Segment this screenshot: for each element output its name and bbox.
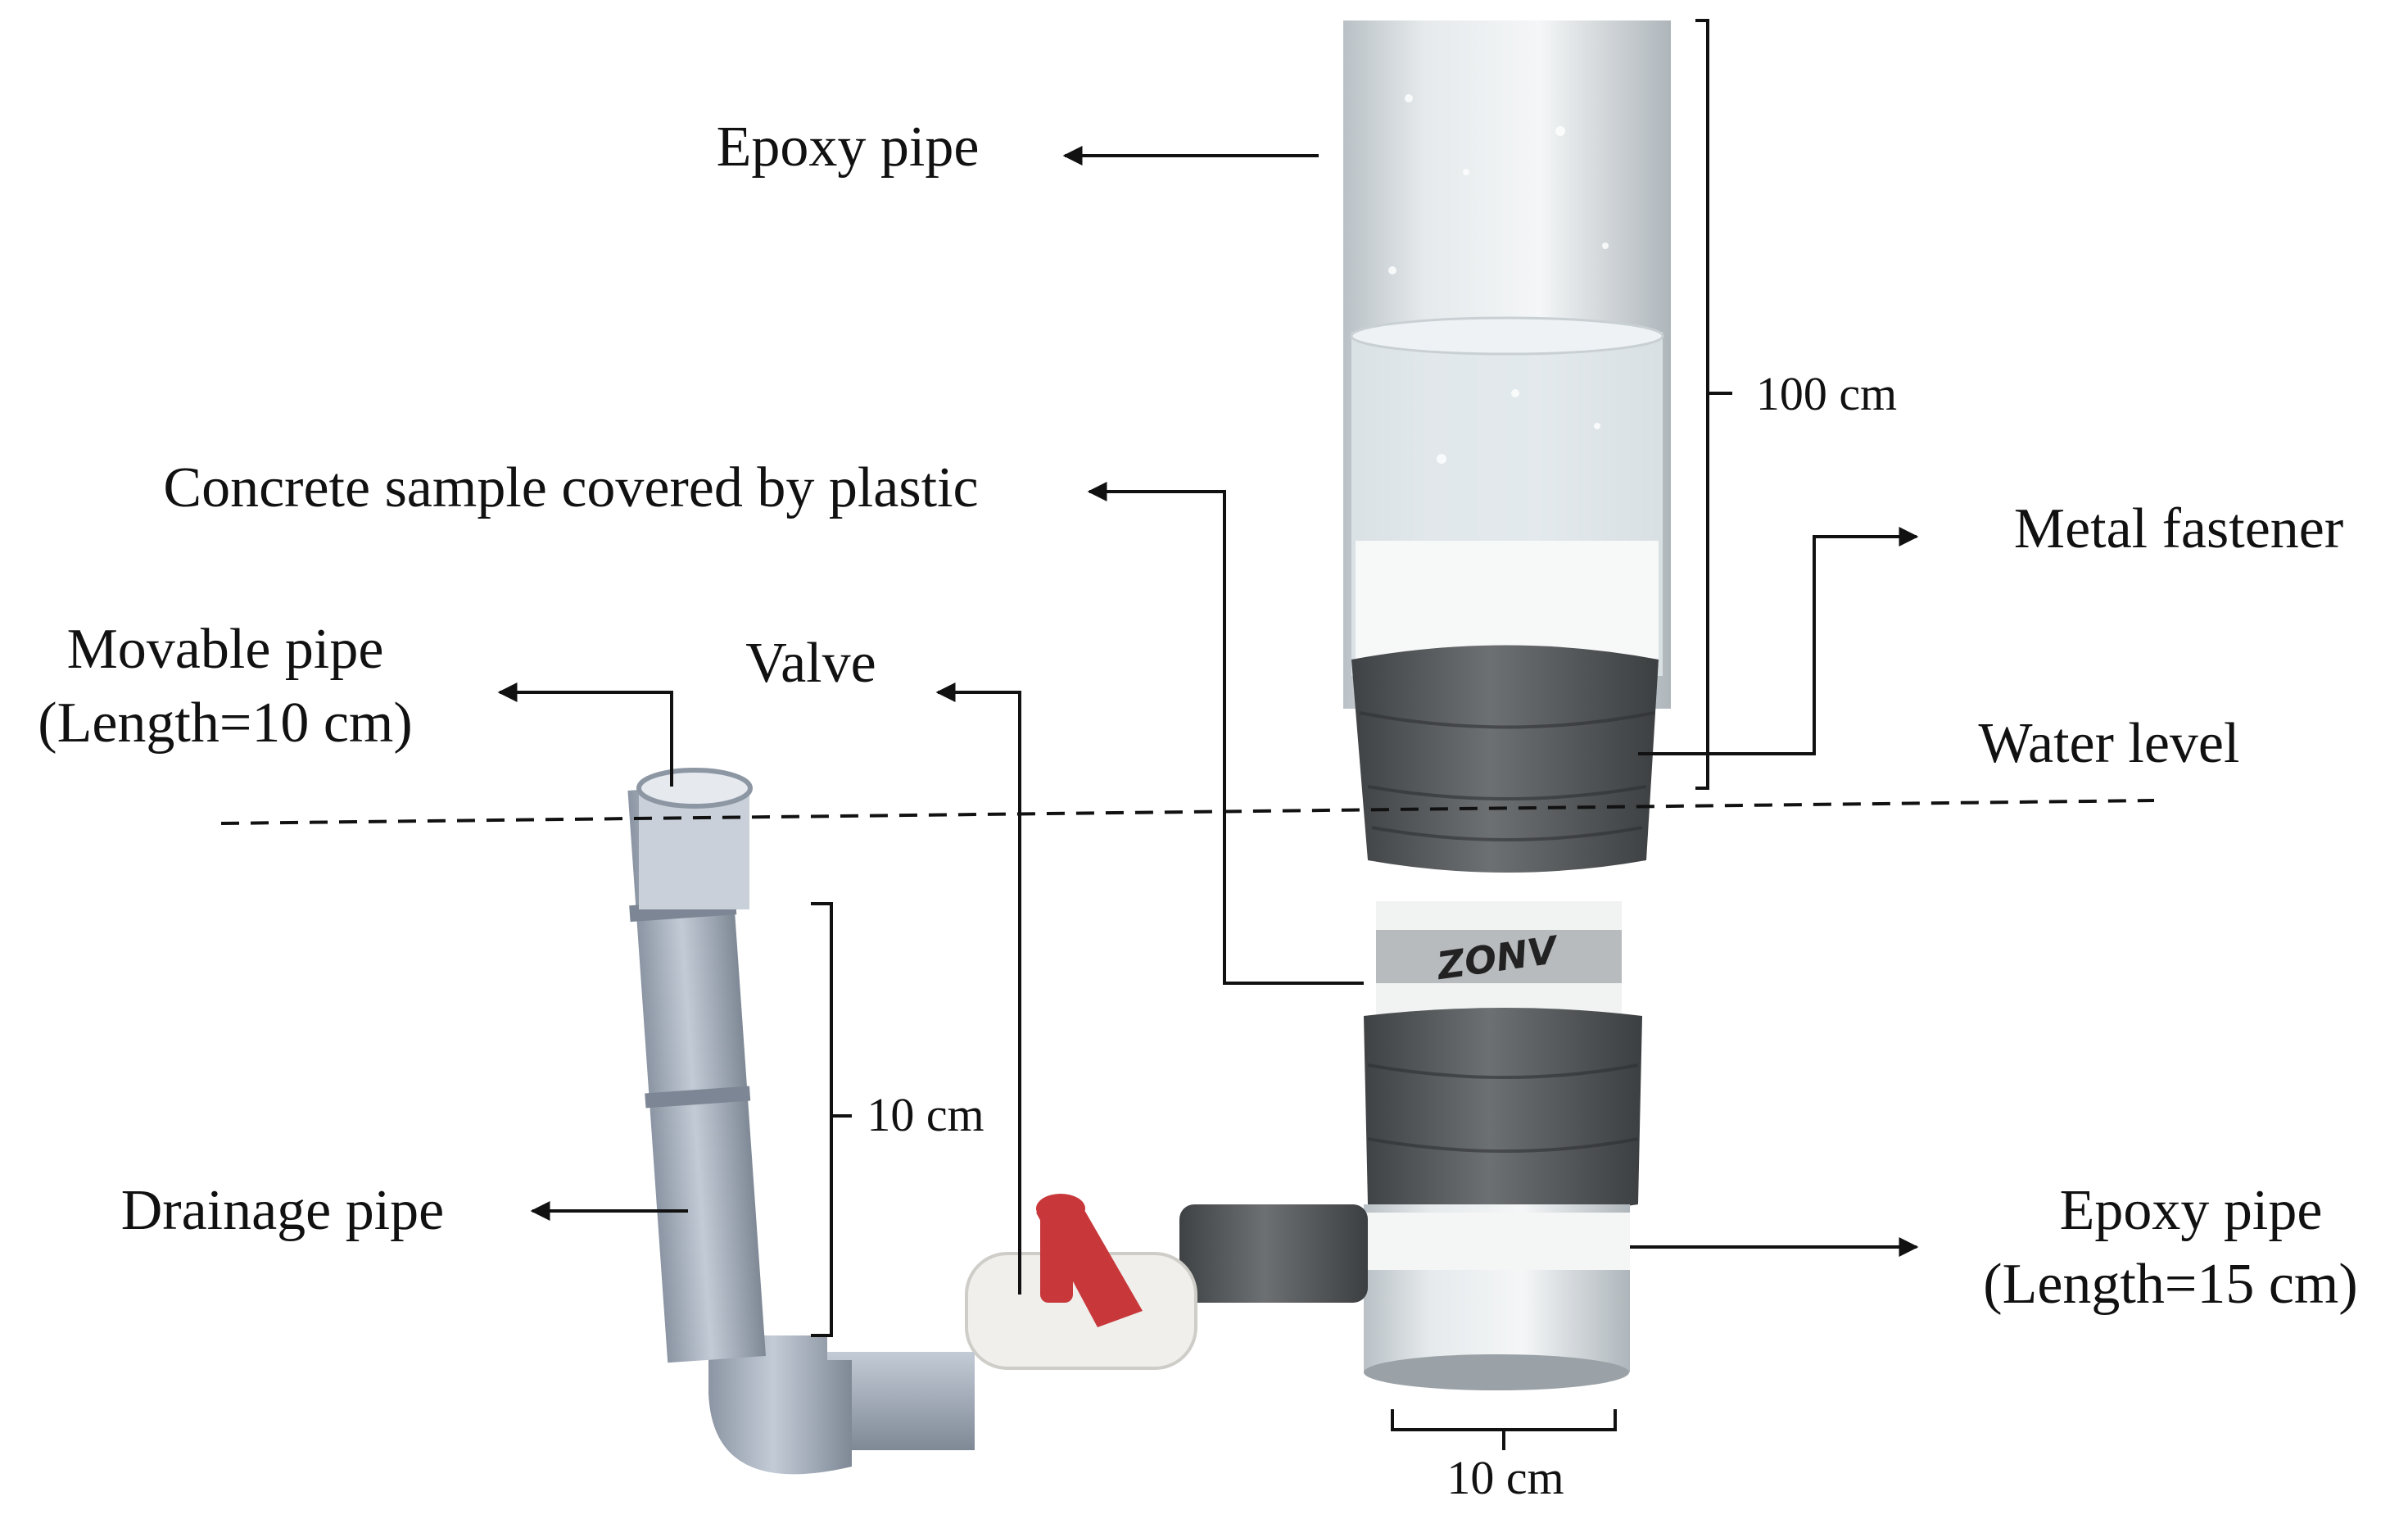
tape-lower	[1364, 1008, 1642, 1215]
movable-pipe-opening	[636, 768, 753, 809]
diameter-bracket	[1391, 1409, 1617, 1431]
concrete-sample-arrow	[1087, 482, 1364, 985]
label-drainage-pipe: Drainage pipe	[121, 1179, 445, 1242]
text-labels: Epoxy pipe Concrete sample covered by pl…	[38, 116, 2357, 1504]
apparatus-photo: ZONV	[627, 20, 1671, 1475]
water-surface	[1350, 316, 1664, 356]
metal-fastener-arrow	[1638, 527, 1919, 755]
label-column-height: 100 cm	[1756, 367, 1897, 420]
bubbles	[1388, 94, 1609, 464]
connector-pipe	[1179, 1204, 1368, 1303]
label-drain-height: 10 cm	[867, 1088, 984, 1141]
label-epoxy-pipe-bottom-line2: (Length=15 cm)	[1983, 1253, 2357, 1316]
column-height-bracket	[1695, 19, 1709, 790]
label-pipe-diameter: 10 cm	[1446, 1451, 1564, 1504]
pvc-elbow	[708, 1335, 852, 1475]
label-valve: Valve	[745, 632, 876, 695]
valve-handle	[1036, 1194, 1143, 1327]
label-epoxy-pipe-bottom-line1: Epoxy pipe	[2060, 1179, 2323, 1242]
tape-upper	[1351, 645, 1659, 873]
label-epoxy-pipe-top: Epoxy pipe	[717, 116, 980, 179]
label-water-level: Water level	[1979, 712, 2240, 775]
label-metal-fastener: Metal fastener	[2014, 497, 2343, 560]
label-concrete-sample: Concrete sample covered by plastic	[163, 456, 978, 519]
drainage-pipe	[627, 783, 766, 1363]
plastic-band-upper	[1356, 541, 1659, 664]
drain-height-bracket	[811, 902, 833, 1337]
movable-pipe-arrow	[497, 682, 673, 787]
water-level-line	[220, 799, 2155, 825]
valve-arrow	[935, 682, 1021, 1295]
label-movable-pipe-line2: (Length=10 cm)	[38, 691, 412, 755]
annotations	[220, 19, 2155, 1450]
label-movable-pipe-line1: Movable pipe	[67, 618, 384, 681]
